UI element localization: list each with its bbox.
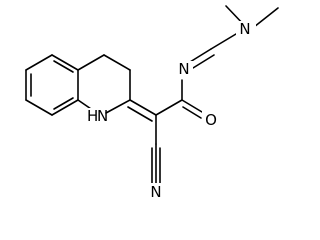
amidine-chain	[189, 5, 279, 69]
exocyclic-double-bond	[127, 99, 157, 122]
atom-n-imine: N	[178, 60, 189, 78]
amide-group	[155, 79, 203, 119]
atom-labels: N N O H N N	[85, 20, 256, 201]
atom-o-carbonyl: O	[205, 111, 217, 129]
atom-n-nitrile: N	[150, 183, 161, 201]
dihydroquinoline-ring	[77, 54, 131, 114]
nitrile-group	[151, 114, 161, 186]
atom-h-amine: H	[87, 107, 98, 125]
atom-n-dimethylamino: N	[239, 20, 250, 38]
atom-n-amine: N	[97, 107, 108, 125]
benzene-ring	[25, 54, 79, 116]
chemical-structure: N N O H N N	[25, 5, 279, 201]
